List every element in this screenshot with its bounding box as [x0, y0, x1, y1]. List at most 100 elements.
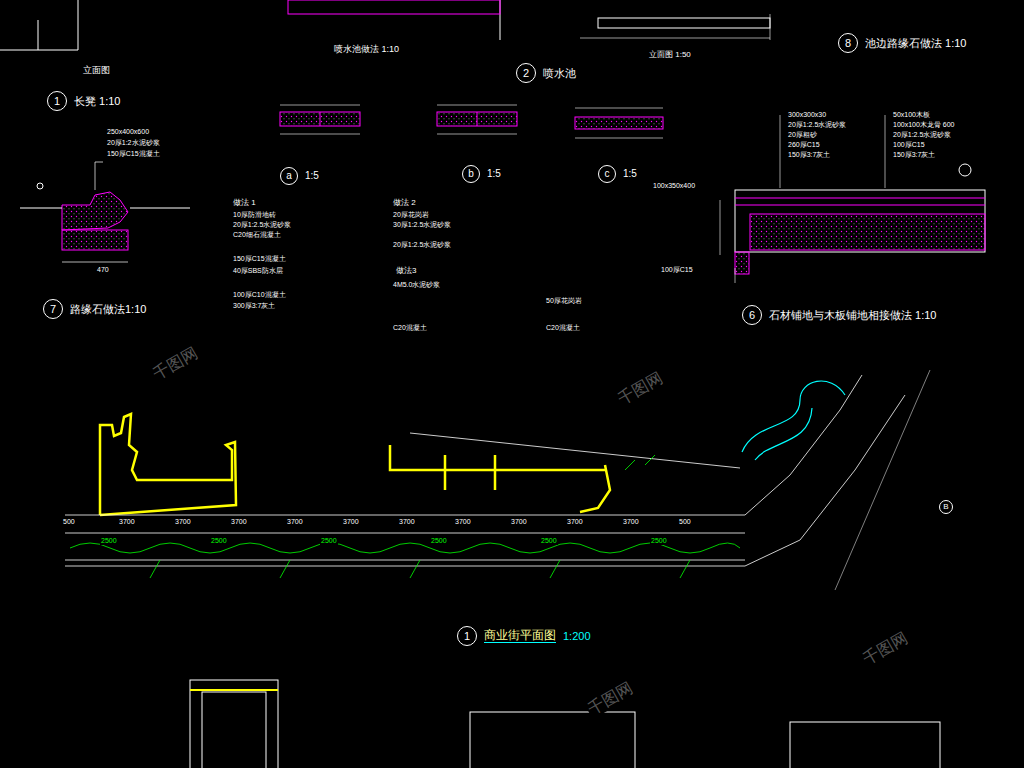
annotation-text: 3700 — [118, 518, 136, 526]
annotation-text: 2500 — [100, 537, 118, 545]
dimension-lines — [280, 105, 663, 138]
annotation-text: 20厚1:2.5水泥砂浆 — [392, 241, 452, 249]
watermark: 千图网 — [614, 369, 666, 409]
annotation-text: 10厚防滑地砖 — [232, 211, 277, 219]
callout-marker: 2 喷水池 — [516, 63, 576, 83]
annotation-text: 做法 2 — [392, 199, 417, 208]
drawing-title: 商业街平面图 — [484, 629, 556, 644]
annotation-text: 20厚1:2.5水泥砂浆 — [232, 221, 292, 229]
callout-number: c — [605, 169, 610, 179]
annotation-text: 20厚花岗岩 — [392, 211, 430, 219]
watermark: 千图网 — [859, 629, 911, 669]
annotation-text: C20混凝土 — [545, 324, 581, 332]
callout-circle: 1 — [47, 91, 67, 111]
callout-marker: 1 长凳 1:10 — [47, 91, 120, 111]
planting-edge — [70, 543, 740, 553]
annotation-text: 20厚1:2.5水泥砂浆 — [787, 121, 847, 129]
building-outline — [100, 414, 610, 515]
annotation-text: 500 — [62, 518, 76, 526]
annotation-text: 4M5.0水泥砂浆 — [392, 281, 441, 289]
annotation-text: 2500 — [210, 537, 228, 545]
annotation-text: 做法3 — [395, 267, 417, 276]
annotation-text: 3700 — [510, 518, 528, 526]
annotation-text: 3700 — [454, 518, 472, 526]
annotation-text: 2500 — [540, 537, 558, 545]
callout-circle: b — [462, 165, 480, 183]
annotation-text: 100x100木龙骨 600 — [892, 121, 955, 129]
callout-number: 8 — [845, 38, 851, 49]
annotation-text: 150厚3:7灰土 — [892, 151, 936, 159]
callout-circle: c — [598, 165, 616, 183]
callout-number: 6 — [749, 310, 755, 321]
callout-number: 1 — [464, 631, 470, 642]
annotation-text: 2500 — [650, 537, 668, 545]
callout-number: 1 — [54, 96, 60, 107]
annotation-text: 2500 — [320, 537, 338, 545]
callout-number: 2 — [523, 68, 529, 79]
annotation-text: 喷水池做法 1:10 — [333, 45, 400, 55]
annotation-text: 50厚花岗岩 — [545, 297, 583, 305]
annotation-text: C20细石混凝土 — [232, 231, 282, 239]
callout-marker: a 1:5 — [280, 167, 319, 185]
annotation-text: 20厚1:2.5水泥砂浆 — [892, 131, 952, 139]
annotation-text: 2500 — [430, 537, 448, 545]
callout-marker: 8 池边路缘石做法 1:10 — [838, 33, 966, 53]
annotation-text: 250x400x600 — [106, 128, 150, 136]
annotation-text: 50x100木板 — [892, 111, 931, 119]
callout-number: 7 — [50, 304, 56, 315]
annotation-text: 150厚C15混凝土 — [232, 255, 287, 263]
drawing-title: 喷水池 — [543, 67, 576, 80]
annotation-text: 100厚C10混凝土 — [232, 291, 287, 299]
drawing-title: 1:5 — [305, 170, 319, 182]
annotation-text: 3700 — [174, 518, 192, 526]
annotation-text: 150厚C15混凝土 — [106, 150, 161, 158]
callout-marker: b 1:5 — [462, 165, 501, 183]
callout-circle: a — [280, 167, 298, 185]
annotation-text: C20混凝土 — [392, 324, 428, 332]
annotation-text: 100x350x400 — [652, 182, 696, 190]
callout-circle: 2 — [516, 63, 536, 83]
callout-circle: 7 — [43, 299, 63, 319]
drawing-title: 1:5 — [623, 168, 637, 180]
callout-number: a — [286, 171, 292, 181]
annotation-text: 3700 — [342, 518, 360, 526]
annotation-text: 100厚C15 — [892, 141, 926, 149]
callout-circle: 8 — [838, 33, 858, 53]
callout-number: B — [943, 503, 948, 511]
annotation-text: 30厚1:2.5水泥砂浆 — [392, 221, 452, 229]
frame-beam — [190, 689, 278, 691]
leader-lines — [150, 455, 690, 578]
watermark: 千图网 — [584, 679, 636, 719]
street-band — [65, 370, 930, 590]
paving-details — [280, 112, 663, 129]
annotation-text: 40厚SBS防水层 — [232, 267, 284, 275]
water-feature — [742, 381, 845, 460]
drawing-title: 石材铺地与木板铺地相接做法 1:10 — [769, 309, 936, 322]
callout-marker: 1商业街平面图1:200 — [457, 626, 591, 646]
annotation-text: 立面图 1:50 — [648, 51, 692, 60]
curb-section — [20, 162, 190, 262]
joint-section — [720, 115, 985, 283]
callout-circle: 6 — [742, 305, 762, 325]
callout-marker: 6 石材铺地与木板铺地相接做法 1:10 — [742, 305, 936, 325]
annotation-text: 3700 — [566, 518, 584, 526]
drawing-title: 长凳 1:10 — [74, 95, 120, 108]
callout-circle: 1 — [457, 626, 477, 646]
drawing-title: 池边路缘石做法 1:10 — [865, 37, 966, 50]
annotation-text: 500 — [678, 518, 692, 526]
annotation-text: 3700 — [622, 518, 640, 526]
annotation-text: 150厚3:7灰土 — [787, 151, 831, 159]
callout-number: b — [468, 169, 474, 179]
annotation-text: 260厚C15 — [787, 141, 821, 149]
annotation-text: 100厚C15 — [660, 266, 694, 274]
drawing-title: 1:5 — [487, 168, 501, 180]
fountain-section — [288, 0, 500, 14]
callout-marker: 7路缘石做法1:10 — [43, 299, 146, 319]
annotation-text: 20厚1:2水泥砂浆 — [106, 139, 161, 147]
annotation-text: 3700 — [286, 518, 304, 526]
detail-frames — [190, 680, 940, 768]
callout-circle: B — [939, 500, 953, 514]
watermark: 千图网 — [149, 344, 201, 384]
